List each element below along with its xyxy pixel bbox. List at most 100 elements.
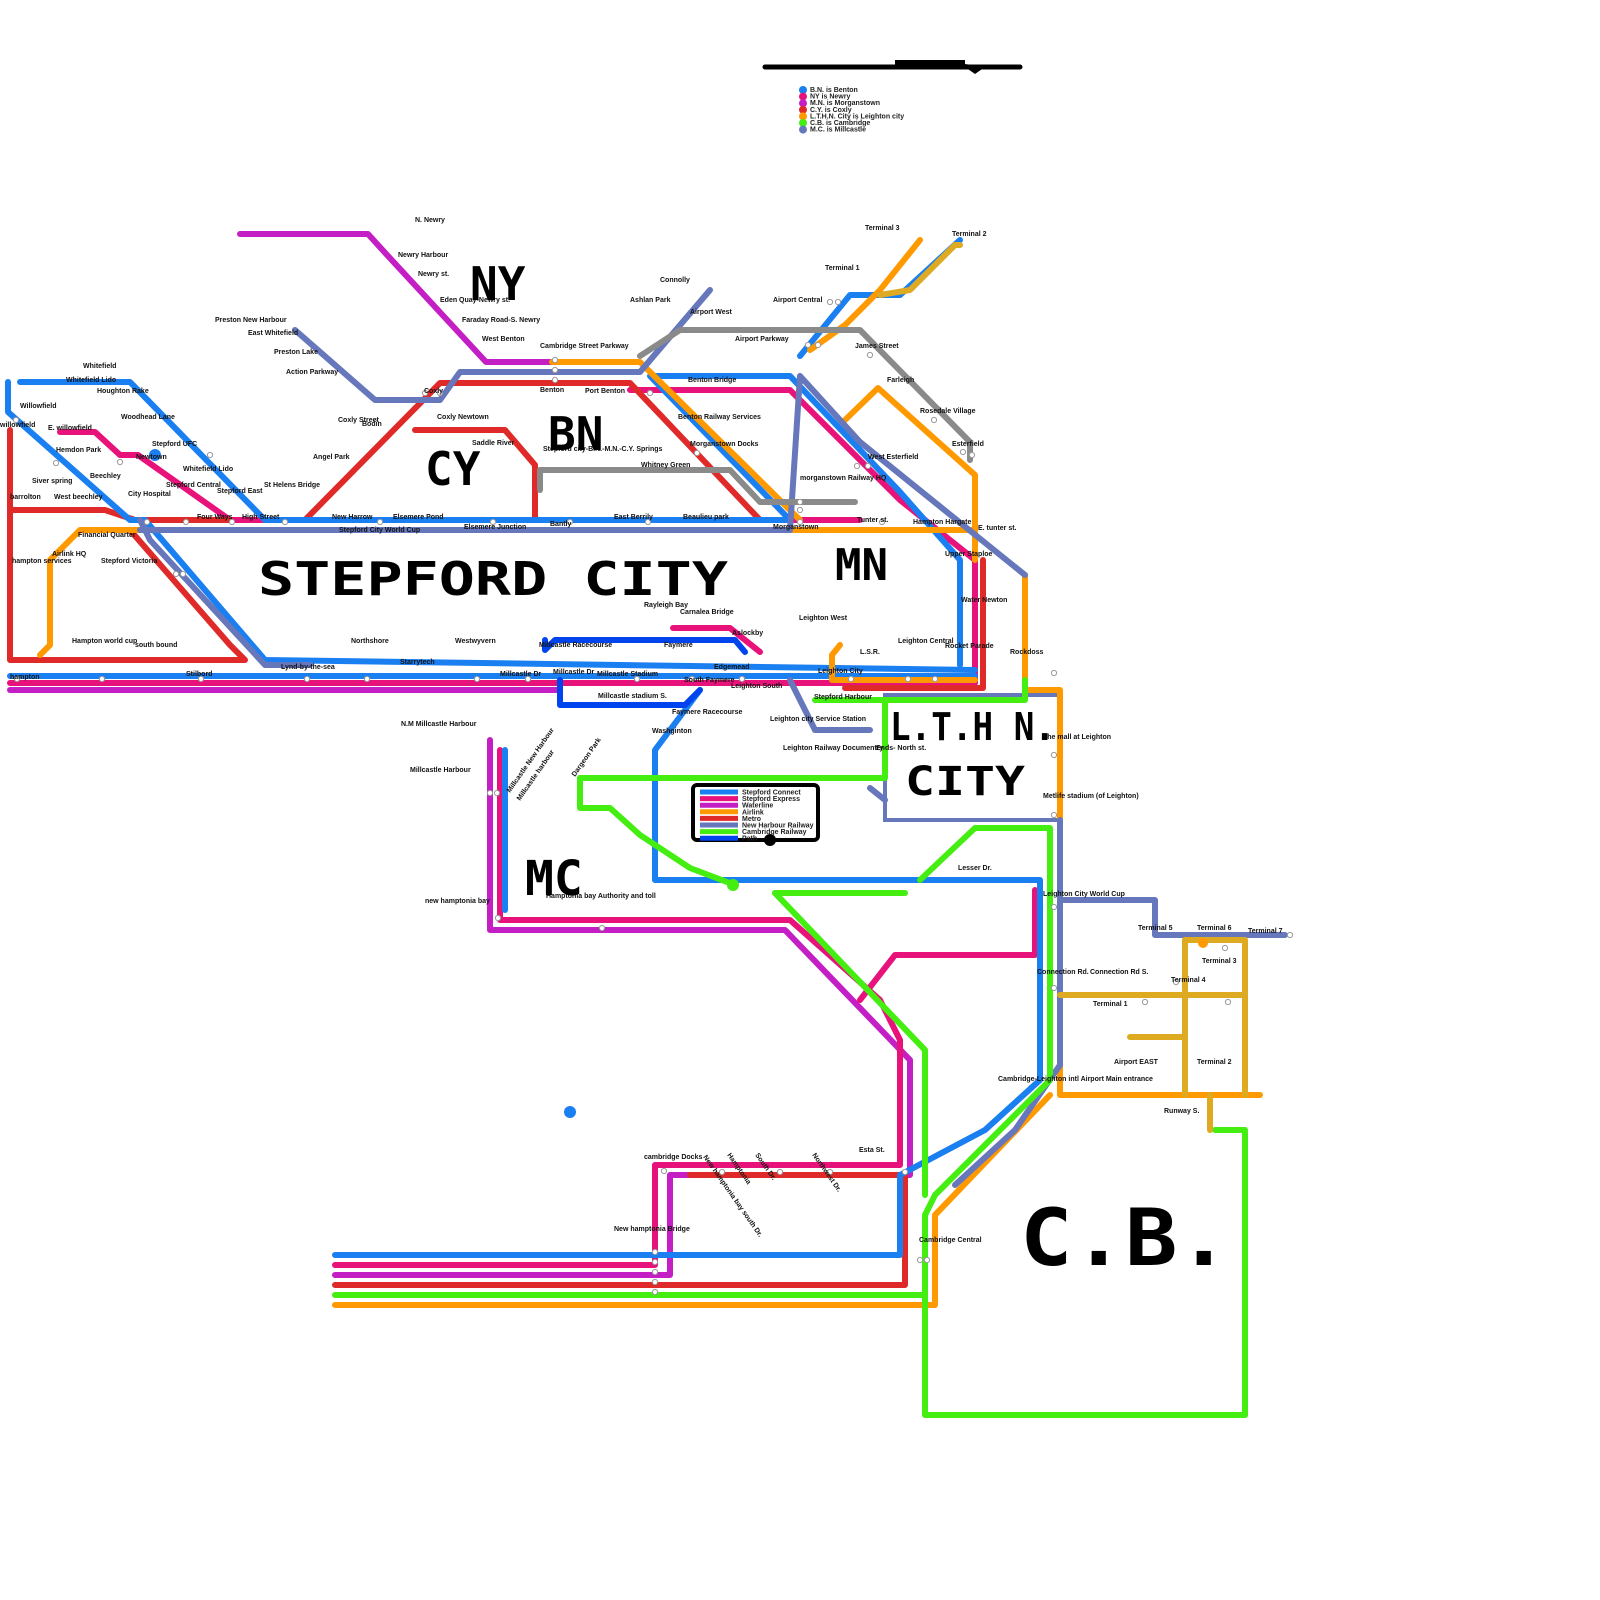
- station-label: Carnalea Bridge: [680, 609, 734, 616]
- station-label: Washginton: [652, 728, 692, 735]
- line-airlink: [829, 642, 978, 683]
- line-airlink: [842, 385, 978, 563]
- stop-marker: [738, 675, 746, 683]
- line-grey: [537, 467, 858, 505]
- legend-entry: Path: [742, 836, 757, 843]
- stop-marker: [376, 518, 384, 526]
- stop-marker: [796, 518, 804, 526]
- station-label: Financial Quarter: [78, 532, 136, 539]
- station-label: Faymere: [664, 642, 693, 649]
- station-label: Angel Park: [313, 454, 350, 461]
- station-label: hampton services: [12, 558, 72, 565]
- station-label: south bound: [135, 642, 177, 649]
- stop-marker: [494, 914, 502, 922]
- stop-marker: [693, 449, 701, 457]
- station-label: Benton Bridge: [688, 377, 736, 384]
- station-label: West Benton: [482, 336, 525, 343]
- station-label: N.M Millcastle Harbour: [401, 721, 477, 728]
- station-label: South Faymere: [684, 677, 735, 684]
- station-label: Coxly Street: [338, 417, 380, 424]
- station-label: Lesser Dr.: [958, 865, 992, 872]
- line-stepford-connect: [332, 687, 1043, 1258]
- station-label: Whitefield Lido: [183, 466, 233, 473]
- map-dots: [149, 449, 1208, 1118]
- line-airport-gold: [877, 242, 963, 298]
- district-city: CITY: [905, 759, 1025, 805]
- line-airlink: [332, 1092, 1053, 1308]
- line-cambridge: [577, 775, 738, 888]
- legend-entry: Waterline: [742, 803, 773, 810]
- district-lthn: L.T.H N.: [890, 705, 1055, 749]
- station-label: Westwyvern: [455, 638, 496, 645]
- station-label: Terminal 3: [1202, 958, 1237, 965]
- line-waterline: [332, 737, 913, 1278]
- station-label: Stepford Victoria: [101, 558, 157, 565]
- district-stepford: STEPFORD CITY: [258, 552, 728, 606]
- stop-marker: [866, 351, 874, 359]
- station-label: Whitney Green: [641, 462, 690, 469]
- stop-marker: [796, 498, 804, 506]
- legend-entry: Metro: [742, 816, 761, 823]
- station-label: Esterfield: [952, 441, 984, 448]
- line-path: [542, 637, 748, 655]
- stop-marker: [688, 675, 696, 683]
- scale-bar: [762, 60, 1023, 74]
- stop-marker: [421, 389, 429, 397]
- station-label: Airport Parkway: [735, 336, 789, 343]
- station-label: Metlife stadium (of Leighton): [1043, 793, 1139, 800]
- line-airlink: [549, 359, 803, 523]
- legend-entry: Stepford Connect: [742, 790, 801, 797]
- stop-marker: [651, 1278, 659, 1286]
- stop-marker: [473, 675, 481, 683]
- line-airlink: [807, 237, 923, 353]
- line-cambridge: [917, 825, 1248, 1418]
- station-label: Airport Central: [773, 297, 822, 304]
- station-label: Hampton world cup: [72, 638, 137, 645]
- key-entry: C.B. is Cambridge: [810, 120, 870, 127]
- station-label: West Esterfield: [868, 454, 918, 461]
- key-entry: M.N. is Morganstown: [810, 100, 880, 107]
- stop-marker: [228, 518, 236, 526]
- stop-marker: [968, 451, 976, 459]
- stop-marker: [1141, 998, 1149, 1006]
- line-airlink: [1022, 572, 1263, 1098]
- station-label: Aslockby: [732, 630, 763, 637]
- stop-marker: [660, 1167, 668, 1175]
- district-ny: NY: [470, 257, 526, 311]
- station-label: Stepford East: [217, 488, 263, 495]
- station-label: Cambridge-Leighton intl Airport Main ent…: [998, 1076, 1153, 1083]
- stop-marker: [436, 389, 444, 397]
- station-label: Terminal 1: [825, 265, 860, 272]
- stop-marker: [172, 570, 180, 578]
- line-new-harbour: [867, 785, 888, 803]
- stop-marker: [1221, 944, 1229, 952]
- stop-marker: [1050, 811, 1058, 819]
- key-entry: NY is Newry: [810, 94, 850, 101]
- station-label: Terminal 2: [1197, 1059, 1232, 1066]
- district-mc: MC: [525, 851, 583, 907]
- stop-marker: [551, 366, 559, 374]
- line-metro: [842, 557, 986, 691]
- station-label: Lynd-by-the-sea: [281, 664, 335, 671]
- station-label: Terminal 6: [1197, 925, 1232, 932]
- stop-marker: [796, 506, 804, 514]
- station-label: Connolly: [660, 277, 690, 284]
- station-label: Ends- North st.: [876, 745, 926, 752]
- station-label: Benton Railway Services: [678, 414, 761, 421]
- station-label: Connection Rd S.: [1090, 969, 1148, 976]
- rail-lines: [5, 231, 1288, 1418]
- station-label: Houghton Rake: [97, 388, 149, 395]
- station-label: Airlink HQ: [52, 551, 87, 558]
- line-cambridge: [772, 890, 928, 1198]
- station-label: City Hospital: [128, 491, 171, 498]
- station-label: Leighton city Service Station: [770, 716, 866, 723]
- station-label: Terminal 1: [1093, 1001, 1128, 1008]
- station-label: Rayleigh Bay: [644, 602, 688, 609]
- stop-marker: [633, 675, 641, 683]
- station-label: New hamptonia Bridge: [614, 1226, 690, 1233]
- station-label: Farleigh: [887, 377, 914, 384]
- station-label: Upper Staploe: [945, 551, 993, 558]
- station-label: Faraday Road-S. Newry: [462, 317, 540, 324]
- stop-marker: [303, 675, 311, 683]
